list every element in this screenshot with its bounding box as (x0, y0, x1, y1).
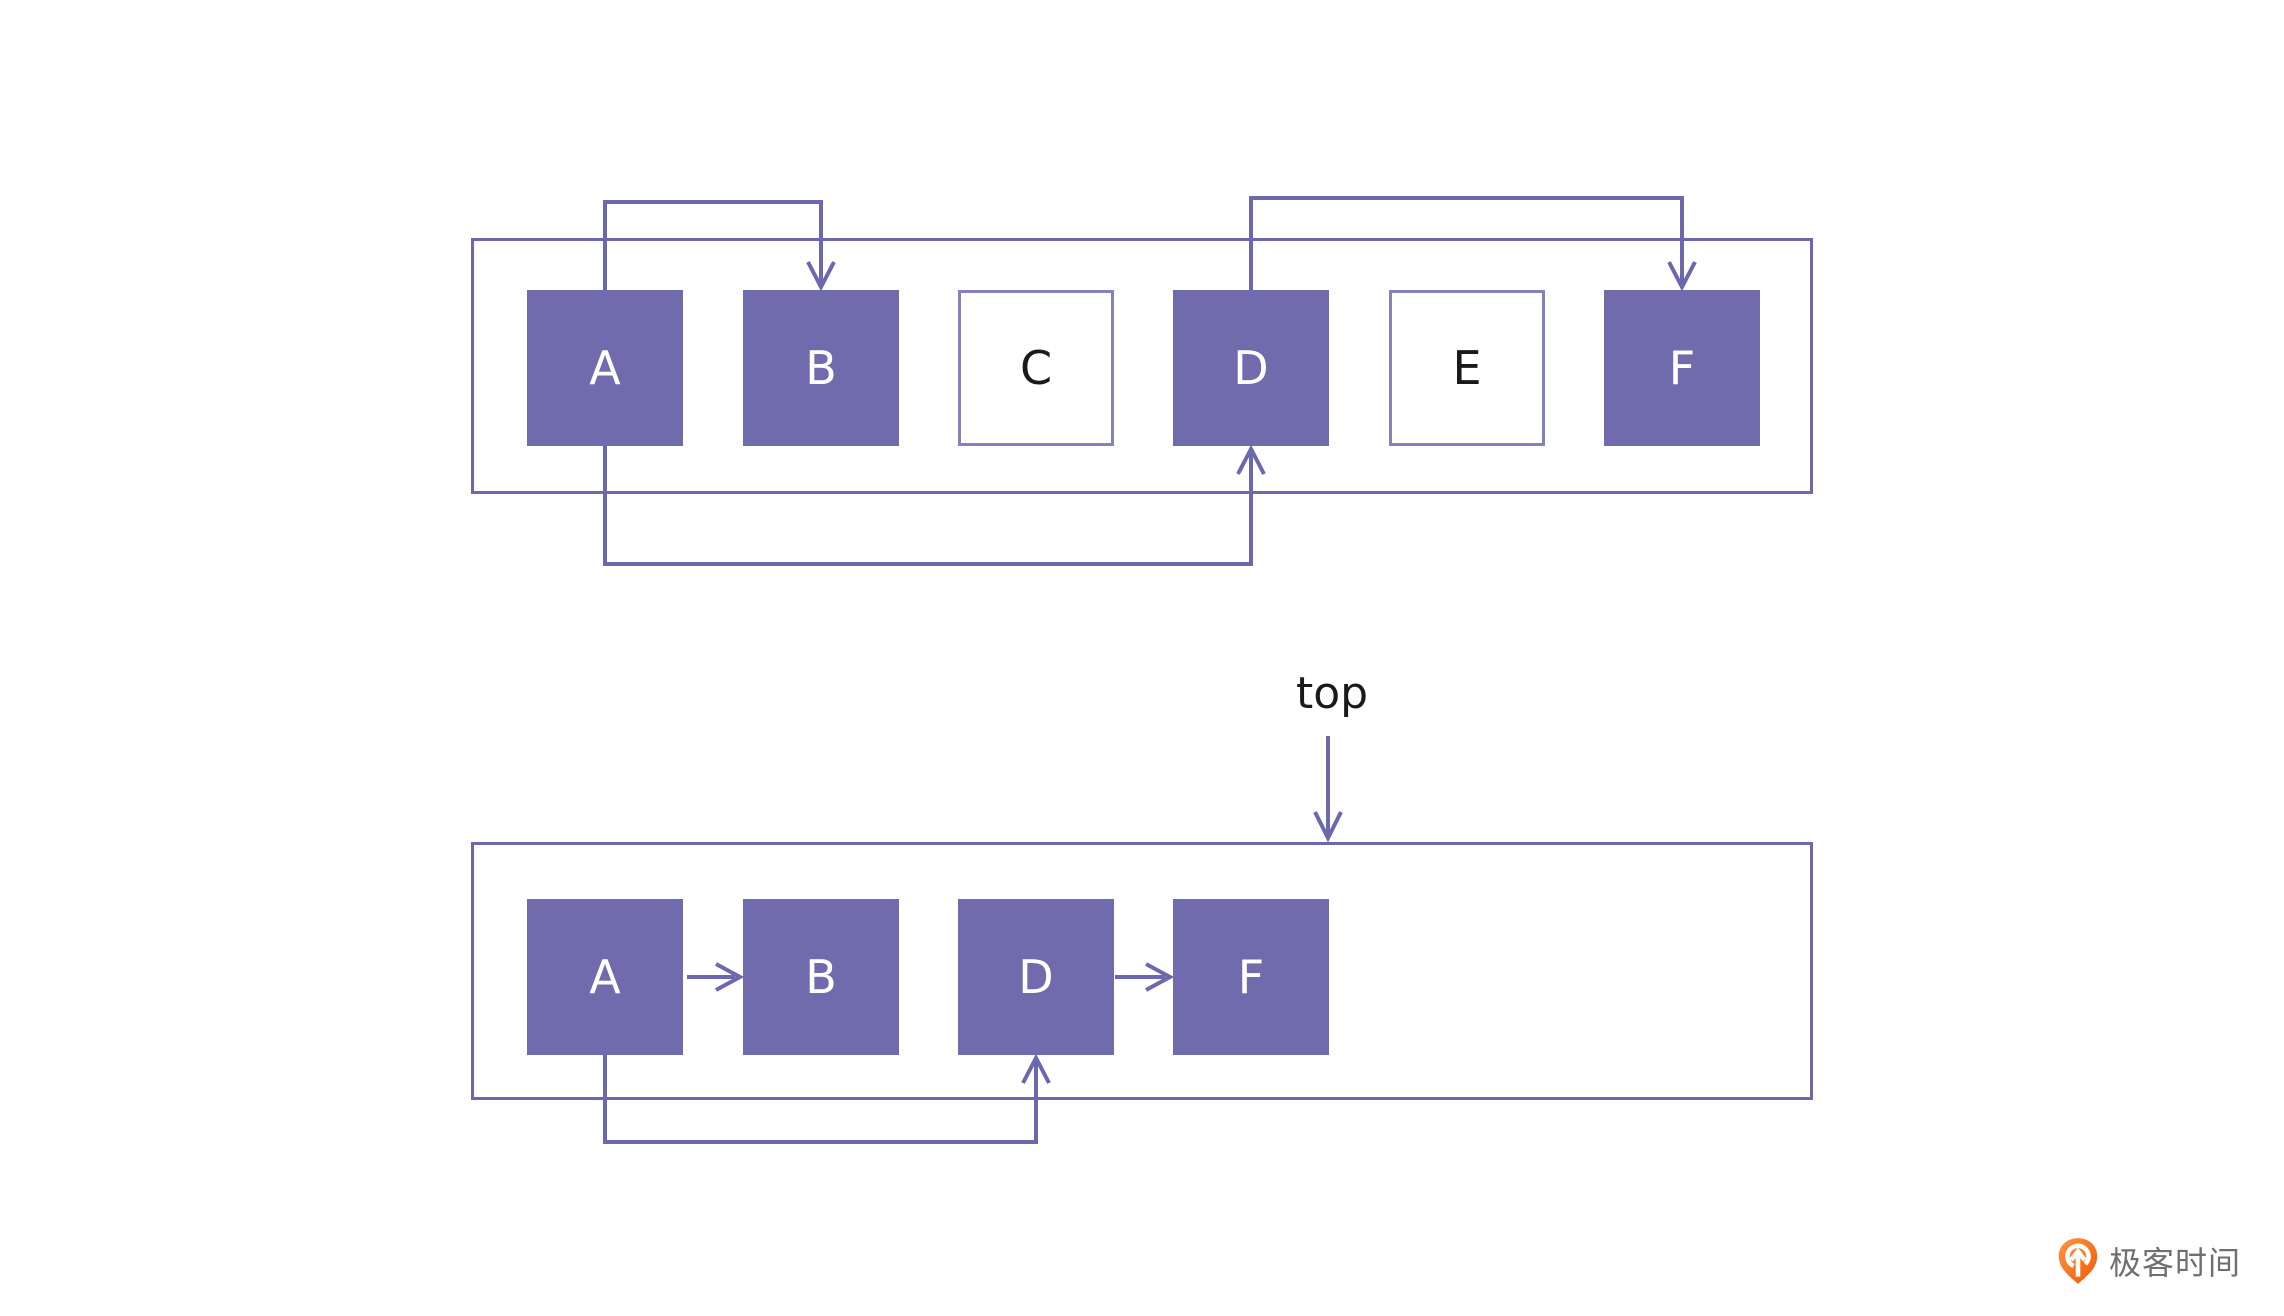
cell-before-a: A (527, 290, 683, 446)
arrowhead-top-pointer (1313, 811, 1343, 843)
cell-after-a: A (527, 899, 683, 1055)
cell-after-f: F (1173, 899, 1329, 1055)
geektime-logo-icon (2058, 1238, 2098, 1284)
geektime-logo: 极客时间 (2056, 1236, 2241, 1286)
cell-before-b: B (743, 290, 899, 446)
cell-before-c: C (958, 290, 1114, 446)
memory-region-after (471, 842, 1813, 1100)
top-pointer-label: top (1295, 668, 1369, 719)
cell-after-b: B (743, 899, 899, 1055)
cell-before-e: E (1389, 290, 1545, 446)
cell-after-d: D (958, 899, 1114, 1055)
cell-before-f: F (1604, 290, 1760, 446)
cell-before-d: D (1173, 290, 1329, 446)
geektime-logo-text: 极客时间 (2109, 1244, 2242, 1282)
